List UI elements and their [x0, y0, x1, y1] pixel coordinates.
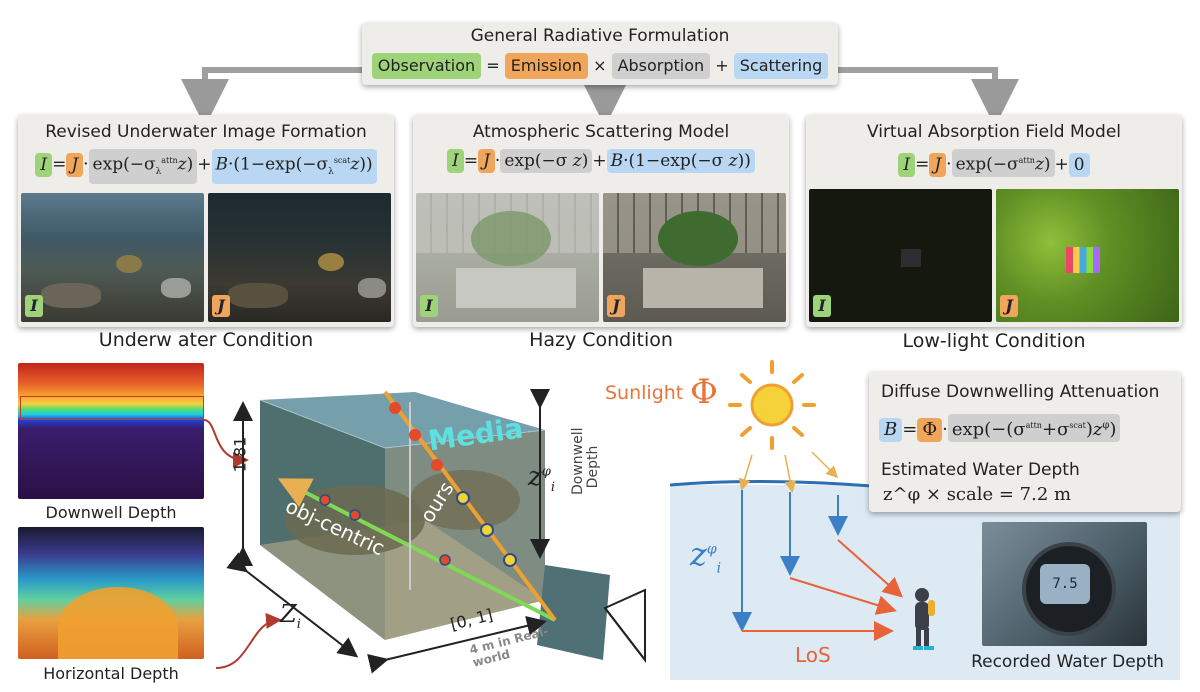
tag-I-hazy: I — [420, 295, 438, 317]
downwell-depth-map — [18, 363, 204, 499]
absorption-chip: Absorption — [611, 53, 711, 79]
hazy-equation: I=J·exp(−σ z)+B·(1−exp(−σ z)) — [413, 149, 789, 173]
hazy-observed-image — [416, 193, 599, 322]
attenuation-equation: B=Φ·exp(−(σattn+σscat)zφ) — [879, 414, 1121, 442]
downwell-depth-label: Downwell Depth — [45, 503, 177, 522]
lowlight-restored-image — [996, 189, 1179, 322]
estimated-depth-equation: z^φ × scale = 7.2 m — [883, 484, 1072, 505]
media-cube — [226, 389, 646, 674]
hazy-restored-image — [603, 193, 786, 322]
horizontal-depth-label: Horizontal Depth — [43, 664, 179, 683]
lowlight-observed-image — [809, 189, 992, 322]
recorded-water-depth-photo: 7.5 — [982, 522, 1147, 646]
lowlight-title: Virtual Absorption Field Model — [866, 122, 1122, 142]
tag-I-underwater: I — [25, 295, 43, 317]
times-sign: × — [593, 56, 607, 75]
lowlight-equation: I=J·exp(−σattnz)+0 — [806, 149, 1182, 177]
z-i-label: Zi — [280, 600, 301, 632]
underwater-observed-image — [21, 193, 204, 322]
underwater-panel: Revised Underwater Image Formation I=J·e… — [18, 115, 394, 327]
lowlight-caption: Low-light Condition — [902, 330, 1086, 352]
hazy-title: Atmospheric Scattering Model — [472, 122, 730, 142]
hazy-caption: Hazy Condition — [529, 329, 673, 351]
emission-chip: Emission — [504, 53, 588, 79]
sunlight-label: Sunlight — [605, 382, 684, 404]
underwater-restored-image — [208, 193, 391, 322]
general-formulation-box: General Radiative Formulation Observatio… — [362, 23, 838, 85]
lowlight-panel: Virtual Absorption Field Model I=J·exp(−… — [806, 115, 1182, 327]
tag-J-lowlight: J — [1000, 295, 1018, 317]
sunlight-phi: Φ — [690, 372, 718, 412]
underwater-caption: Underw ater Condition — [98, 329, 314, 351]
horizontal-depth-map — [18, 527, 204, 659]
scattering-chip: Scattering — [733, 53, 829, 79]
recorded-depth-label: Recorded Water Depth — [971, 652, 1164, 672]
estimated-depth-title: Estimated Water Depth — [881, 460, 1080, 480]
observation-chip: Observation — [371, 53, 482, 79]
underwater-equation: I=J·exp(−σλattnz)+B·(1−exp(−σλscatz)) — [18, 149, 394, 185]
general-formulation-title: General Radiative Formulation — [470, 26, 730, 46]
los-label: LoS — [795, 643, 831, 667]
tag-J-underwater: J — [212, 295, 230, 317]
z-phi-label: zφi — [528, 462, 555, 496]
equals-sign: = — [486, 56, 500, 75]
z-phi-i-label: zφi — [690, 535, 722, 577]
tag-I-lowlight: I — [813, 295, 831, 317]
attenuation-box: Diffuse Downwelling Attenuation B=Φ·exp(… — [869, 372, 1181, 512]
underwater-title: Revised Underwater Image Formation — [45, 122, 367, 142]
hazy-panel: Atmospheric Scattering Model I=J·exp(−σ … — [413, 115, 789, 327]
plus-sign: + — [715, 56, 729, 75]
attenuation-title: Diffuse Downwelling Attenuation — [881, 382, 1160, 402]
tag-J-hazy: J — [607, 295, 625, 317]
